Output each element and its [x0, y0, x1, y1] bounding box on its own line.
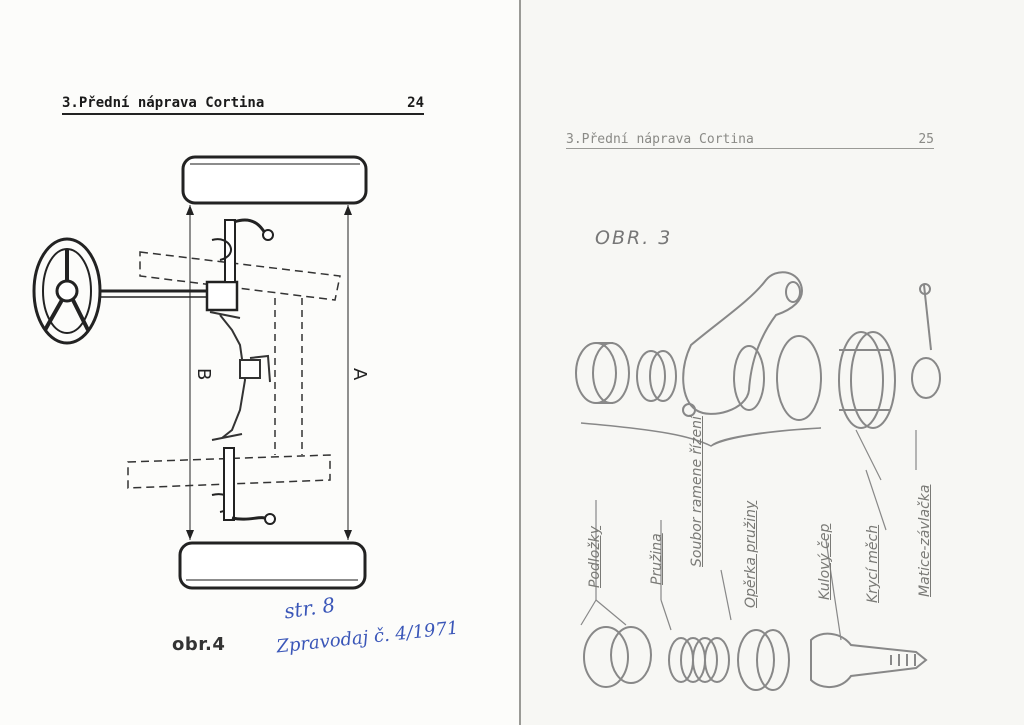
page-gutter [519, 0, 521, 725]
exploded-parts-diagram [575, 271, 941, 691]
part-label-washers: Podložky [587, 525, 603, 588]
left-page-number: 24 [407, 95, 424, 111]
top-wheel [181, 155, 368, 205]
dimension-label-a: A [349, 368, 370, 381]
assembly-bracket [580, 422, 822, 447]
washers-upper [575, 342, 630, 404]
dust-boot [838, 331, 896, 429]
steering-box [205, 280, 239, 312]
left-page: 3.Přední náprava Cortina 24 [32, 95, 460, 658]
figure-3-label: OBR. 3 [595, 227, 673, 249]
ball-joint-ring [776, 335, 822, 421]
part-label-spring-seat: Opěrka pružiny [743, 500, 759, 608]
steering-wheel [32, 237, 102, 345]
right-header-title: 3.Přední náprava Cortina [566, 132, 754, 147]
upper-chassis-rail [139, 251, 341, 301]
right-page: 3.Přední náprava Cortina 25 OBR. 3 [521, 0, 1024, 725]
part-label-nut-cotter: Matice-závlačka [917, 484, 933, 597]
ball-pin [810, 632, 928, 688]
bottom-wheel [178, 541, 367, 590]
right-page-number: 25 [918, 132, 934, 147]
tie-rod [219, 314, 247, 439]
part-label-ball-pin: Kulový čep [817, 523, 833, 600]
steering-arm-assembly [682, 271, 803, 417]
washers-lower [583, 626, 652, 688]
part-label-steering-arm: Soubor ramene řízení [689, 416, 705, 567]
nut-and-cotter-pin [911, 283, 941, 399]
part-label-dust-boot: Krycí měch [865, 524, 881, 603]
dimension-label-b: B [193, 368, 214, 380]
right-page-header: 3.Přední náprava Cortina 25 [566, 132, 934, 149]
spring-seat-upper [636, 350, 677, 402]
left-header-title: 3.Přední náprava Cortina [62, 95, 265, 111]
spring-lower [668, 637, 730, 683]
part-label-spring: Pružina [649, 533, 665, 585]
left-page-header: 3.Přední náprava Cortina 24 [62, 95, 424, 115]
figure-4-caption: obr.4 [172, 634, 226, 655]
lower-chassis-rail [127, 454, 331, 489]
front-axle-steering-diagram: B A [32, 155, 370, 590]
spring-seat-lower [737, 629, 790, 691]
